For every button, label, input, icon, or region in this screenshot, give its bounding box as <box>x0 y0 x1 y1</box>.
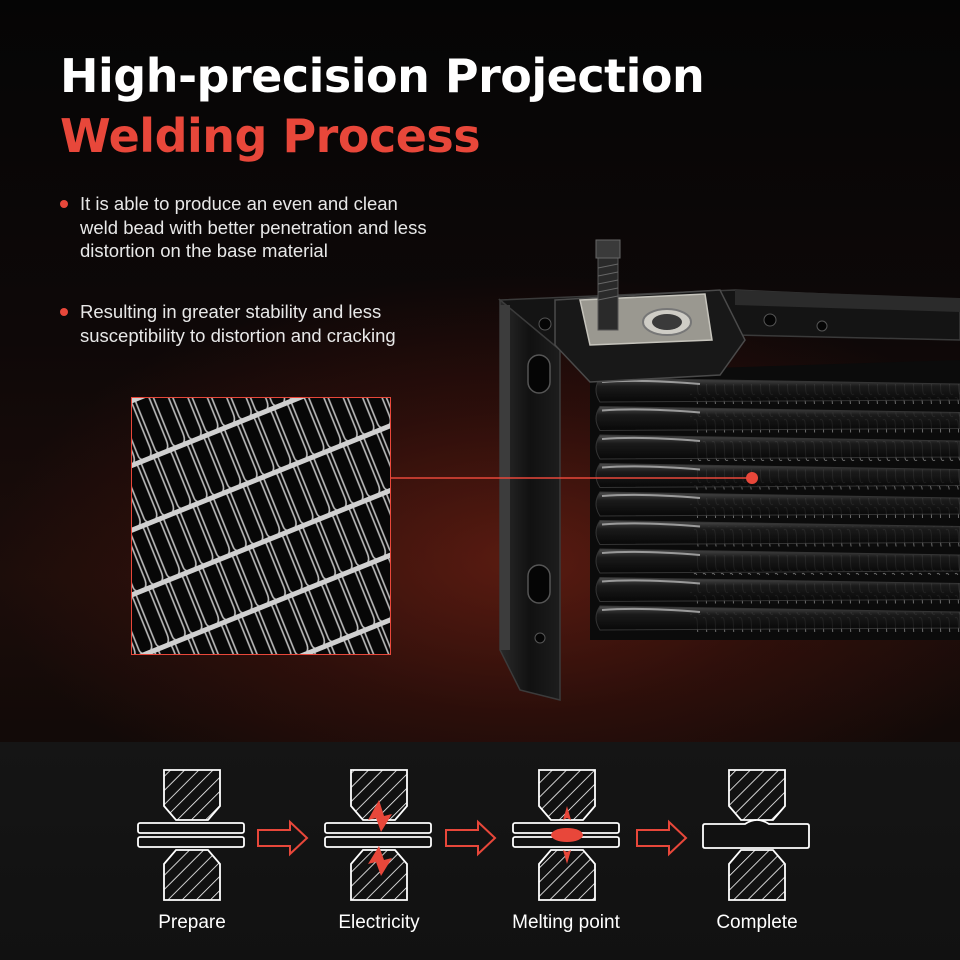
page-title: High-precision Projection <box>60 49 705 103</box>
bullet-dot-icon <box>60 200 68 208</box>
arrow-right-icon <box>445 819 497 857</box>
arrow-right-icon <box>257 819 309 857</box>
step-label-complete: Complete <box>716 912 798 933</box>
oil-cooler-image <box>498 239 960 701</box>
page-subtitle: Welding Process <box>60 109 481 163</box>
tube-highlight <box>601 607 701 613</box>
tube-highlight <box>601 408 701 414</box>
cooler-tube <box>595 605 960 631</box>
electricity-weld-icon <box>324 769 432 901</box>
feature-bullet: Resulting in greater stability and less … <box>60 300 440 347</box>
step-label-electricity: Electricity <box>338 912 420 933</box>
arrow-right-icon <box>636 819 688 857</box>
tube-highlight <box>601 493 701 499</box>
cooler-tube <box>595 519 960 546</box>
step-label-prepare: Prepare <box>158 912 226 933</box>
cooler-tube <box>595 434 960 460</box>
tube-highlight <box>601 579 701 585</box>
cooler-tube <box>595 405 960 432</box>
bullet-text: Resulting in greater stability and less … <box>80 301 396 346</box>
cooler-tube <box>595 576 960 603</box>
tube-highlight <box>601 550 701 556</box>
cooler-tube <box>595 491 960 517</box>
complete-weld-icon <box>702 769 810 901</box>
process-steps-band <box>0 742 960 960</box>
tube-highlight <box>601 522 701 528</box>
feature-bullet: It is able to produce an even and clean … <box>60 192 440 263</box>
cooler-tube <box>595 462 960 489</box>
bullet-dot-icon <box>60 308 68 316</box>
bullet-text: It is able to produce an even and clean … <box>80 193 427 261</box>
tube-highlight <box>601 465 701 471</box>
cooler-tube <box>595 548 960 574</box>
prepare-weld-icon <box>137 769 245 901</box>
tube-highlight <box>601 436 701 442</box>
fin-detail-zoom <box>131 397 391 655</box>
step-label-melting-point: Melting point <box>512 912 620 933</box>
melting-point-weld-icon <box>512 769 620 901</box>
